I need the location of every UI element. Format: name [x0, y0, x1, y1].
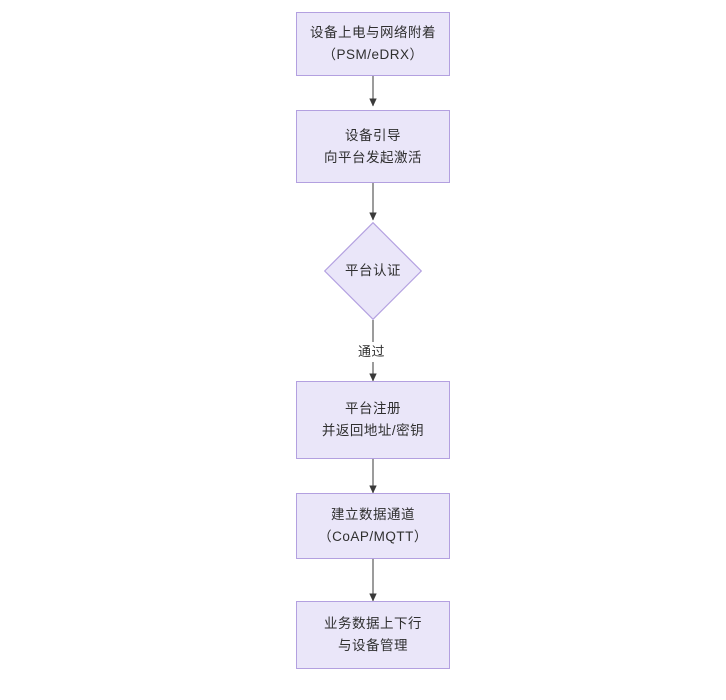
- edge-label-pass: 通过: [355, 342, 389, 362]
- node-label-line1: 设备上电与网络附着: [310, 25, 436, 40]
- node-label-line1: 建立数据通道: [331, 507, 415, 522]
- node-business-data-and-device-mgmt[interactable]: 业务数据上下行 与设备管理: [296, 601, 450, 669]
- node-platform-auth-decision[interactable]: 平台认证: [324, 222, 422, 320]
- node-label-line1: 业务数据上下行: [324, 616, 422, 631]
- diamond-shape: [324, 222, 422, 320]
- node-label-line1: 设备引导: [345, 127, 401, 143]
- node-label-line2: 向平台发起激活: [324, 149, 422, 165]
- node-label-line2: （CoAP/MQTT）: [318, 529, 428, 544]
- node-label-line1: 平台注册: [345, 401, 401, 416]
- node-label-line1: 平台认证: [345, 263, 401, 278]
- node-establish-data-channel[interactable]: 建立数据通道 （CoAP/MQTT）: [296, 493, 450, 559]
- node-label-line2: （PSM/eDRX）: [322, 47, 424, 62]
- node-platform-register[interactable]: 平台注册 并返回地址/密钥: [296, 381, 450, 459]
- node-label-line2: 并返回地址/密钥: [321, 423, 425, 438]
- node-device-bootstrap[interactable]: 设备引导 向平台发起激活: [296, 110, 450, 183]
- node-device-power-on[interactable]: 设备上电与网络附着 （PSM/eDRX）: [296, 12, 450, 76]
- node-label-line2: 与设备管理: [338, 638, 408, 653]
